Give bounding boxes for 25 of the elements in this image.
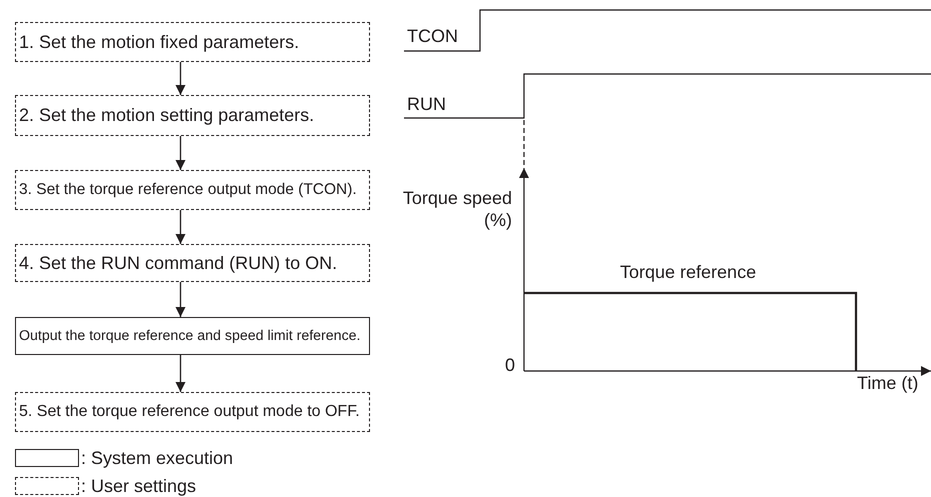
legend-text: : System execution <box>81 448 234 468</box>
step-text: 5. Set the torque reference output mode to OFF. <box>19 403 360 421</box>
step-text: Output the torque reference and speed limit reference. <box>19 328 360 344</box>
signal-name: TCON <box>407 26 458 47</box>
signal-name: RUN <box>407 94 446 115</box>
user-setting-box <box>15 170 370 210</box>
axis-label: Time (t) <box>857 373 918 394</box>
step-text: 4. Set the RUN command (RUN) to ON. <box>19 252 338 274</box>
arrow <box>176 355 186 392</box>
legend-text: : User settings <box>81 476 196 496</box>
axis-label: Torque speed (%) <box>402 187 512 231</box>
step-text: 2. Set the motion setting parameters. <box>19 105 314 126</box>
user-setting-box <box>15 22 370 62</box>
step-text: 3. Set the torque reference output mode (TCON). <box>19 181 357 199</box>
step-text: 1. Set the motion fixed parameters. <box>19 32 300 52</box>
arrow <box>176 136 186 170</box>
arrow <box>176 62 186 95</box>
system-execution-box <box>15 317 370 355</box>
axis-tick-label: 0 <box>505 355 516 376</box>
user-setting-box <box>15 392 370 432</box>
waveform-label: Torque reference <box>620 262 756 283</box>
user-setting-box <box>15 95 370 136</box>
arrow <box>176 210 186 244</box>
user-setting-box <box>15 244 370 282</box>
arrow <box>176 282 186 317</box>
